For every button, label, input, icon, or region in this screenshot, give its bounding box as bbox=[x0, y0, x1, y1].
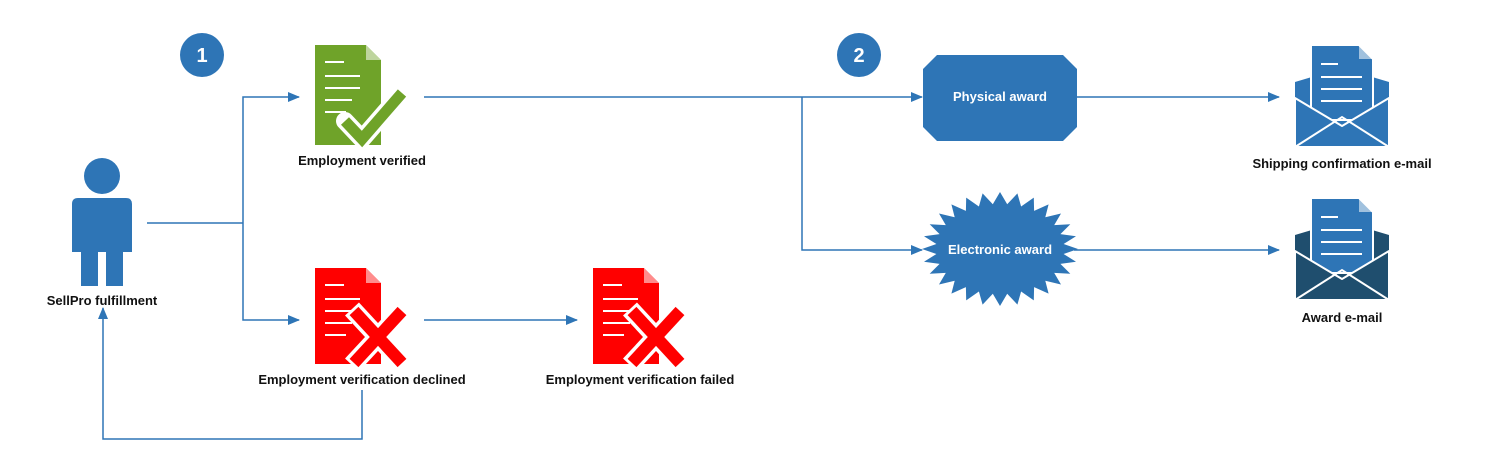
failed-label: Employment verification failed bbox=[546, 372, 735, 387]
connector-to-verified bbox=[242, 92, 300, 223]
document-x-icon bbox=[593, 268, 689, 372]
document-x-icon bbox=[315, 268, 411, 372]
person-icon bbox=[72, 158, 132, 286]
starburst-shape bbox=[922, 192, 1078, 306]
award-email-label: Award e-mail bbox=[1302, 310, 1383, 325]
node-shipping-email: Shipping confirmation e-mail bbox=[1252, 44, 1432, 171]
step-badge-2: 2 bbox=[837, 33, 881, 77]
document-check-icon bbox=[315, 45, 411, 148]
fulfillment-label: SellPro fulfillment bbox=[47, 293, 158, 308]
node-electronic-award: Electronic award bbox=[922, 192, 1078, 306]
envelope-open-icon bbox=[1294, 44, 1390, 148]
node-verification-declined: Employment verification declined bbox=[258, 268, 466, 387]
shipping-email-label: Shipping confirmation e-mail bbox=[1252, 156, 1431, 171]
declined-label: Employment verification declined bbox=[258, 372, 465, 387]
electronic-award-label: Electronic award bbox=[948, 242, 1052, 257]
physical-award-label: Physical award bbox=[953, 89, 1047, 104]
octagon-shape bbox=[923, 55, 1077, 141]
connector-verified-to-electronic bbox=[801, 97, 923, 255]
step-number-2: 2 bbox=[853, 45, 864, 67]
step-number-1: 1 bbox=[196, 45, 207, 67]
connector-declined-back-to-fulfillment bbox=[98, 307, 363, 440]
connector-to-declined bbox=[242, 223, 300, 325]
verified-label: Employment verified bbox=[298, 153, 426, 168]
node-employment-verified: Employment verified bbox=[298, 45, 426, 168]
connectors bbox=[98, 92, 1280, 440]
node-award-email: Award e-mail bbox=[1294, 197, 1390, 325]
step-badge-1: 1 bbox=[180, 33, 224, 77]
node-physical-award: Physical award bbox=[923, 55, 1077, 141]
node-verification-failed: Employment verification failed bbox=[546, 268, 735, 387]
envelope-open-icon bbox=[1294, 197, 1390, 301]
node-fulfillment: SellPro fulfillment bbox=[47, 158, 158, 308]
